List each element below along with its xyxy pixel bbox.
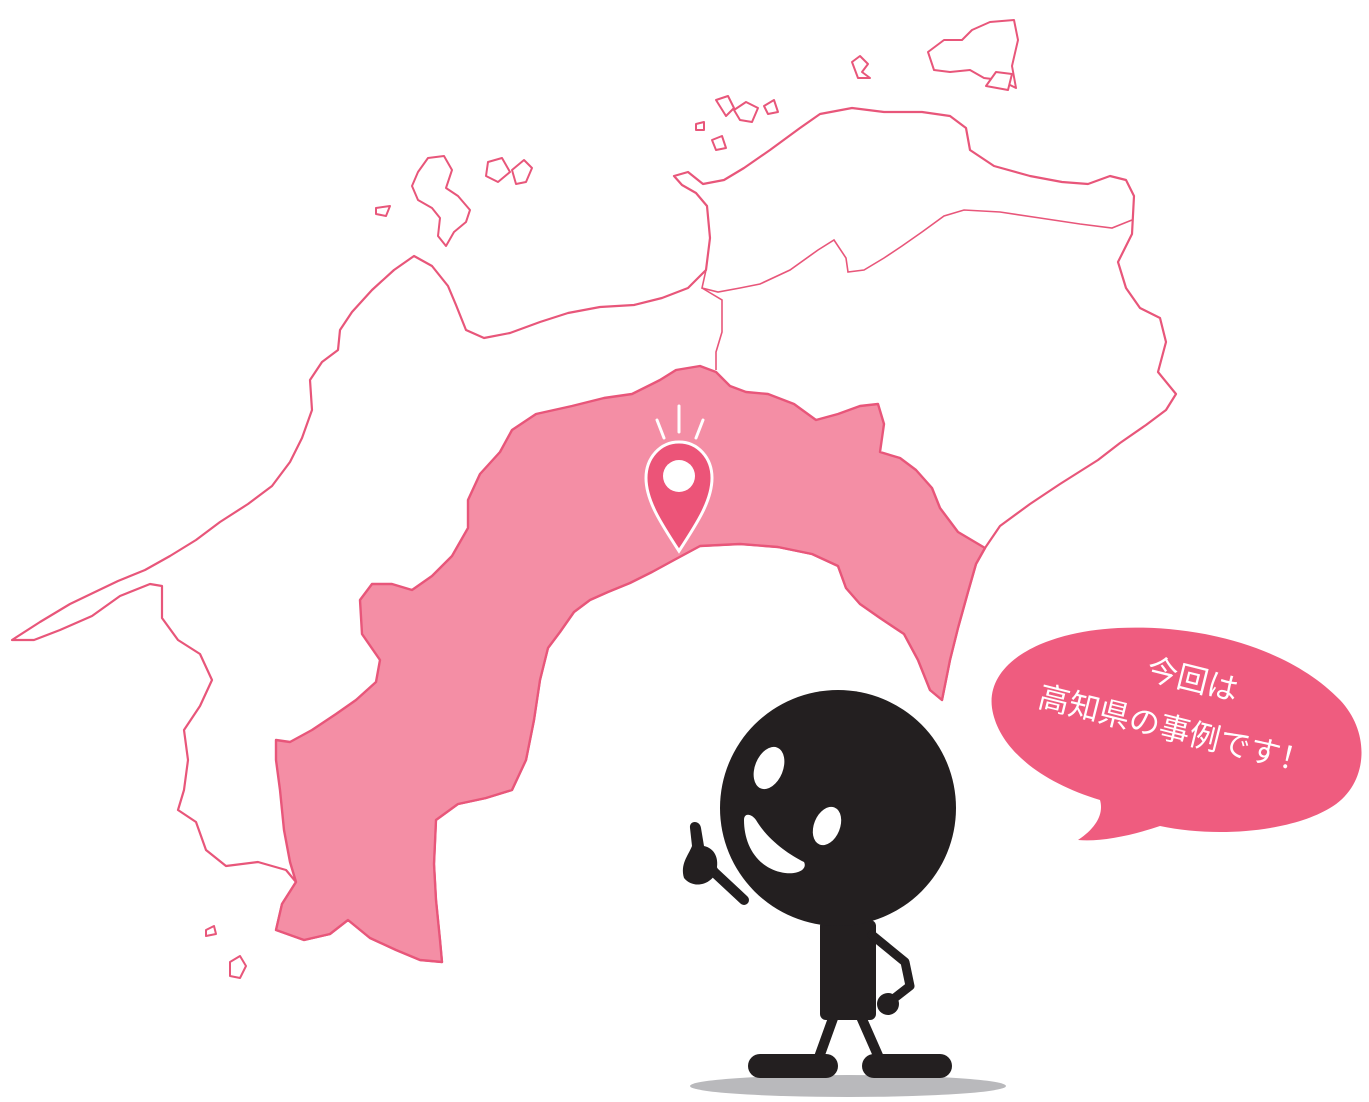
character-shadow bbox=[690, 1075, 1006, 1097]
speech-bubble-shape bbox=[991, 627, 1362, 841]
character-pointing-hand bbox=[682, 822, 718, 885]
kochi-prefecture-region bbox=[274, 364, 987, 964]
pin-hole bbox=[663, 460, 695, 492]
character-left-eye bbox=[753, 746, 785, 790]
pin-glow-line-right bbox=[694, 418, 705, 440]
character-body bbox=[820, 920, 876, 1020]
pointing-character bbox=[682, 690, 1006, 1097]
character-head bbox=[720, 690, 956, 926]
pin-glow-line-left bbox=[655, 418, 666, 440]
map-pin-icon bbox=[644, 404, 714, 554]
character-right-foot bbox=[862, 1054, 952, 1078]
speech-bubble: 今回は 高知県の事例です！ bbox=[991, 627, 1362, 841]
pin-body bbox=[644, 440, 714, 554]
character-mouth bbox=[744, 814, 805, 874]
character-hip-arm bbox=[867, 930, 915, 1005]
border-ehime-kagawa bbox=[701, 209, 1133, 293]
character-left-foot bbox=[748, 1054, 838, 1078]
character-hip-hand bbox=[877, 993, 899, 1015]
islands bbox=[205, 19, 1019, 979]
border-ehime-kochi-north bbox=[701, 287, 723, 370]
character-right-eye bbox=[812, 806, 842, 846]
